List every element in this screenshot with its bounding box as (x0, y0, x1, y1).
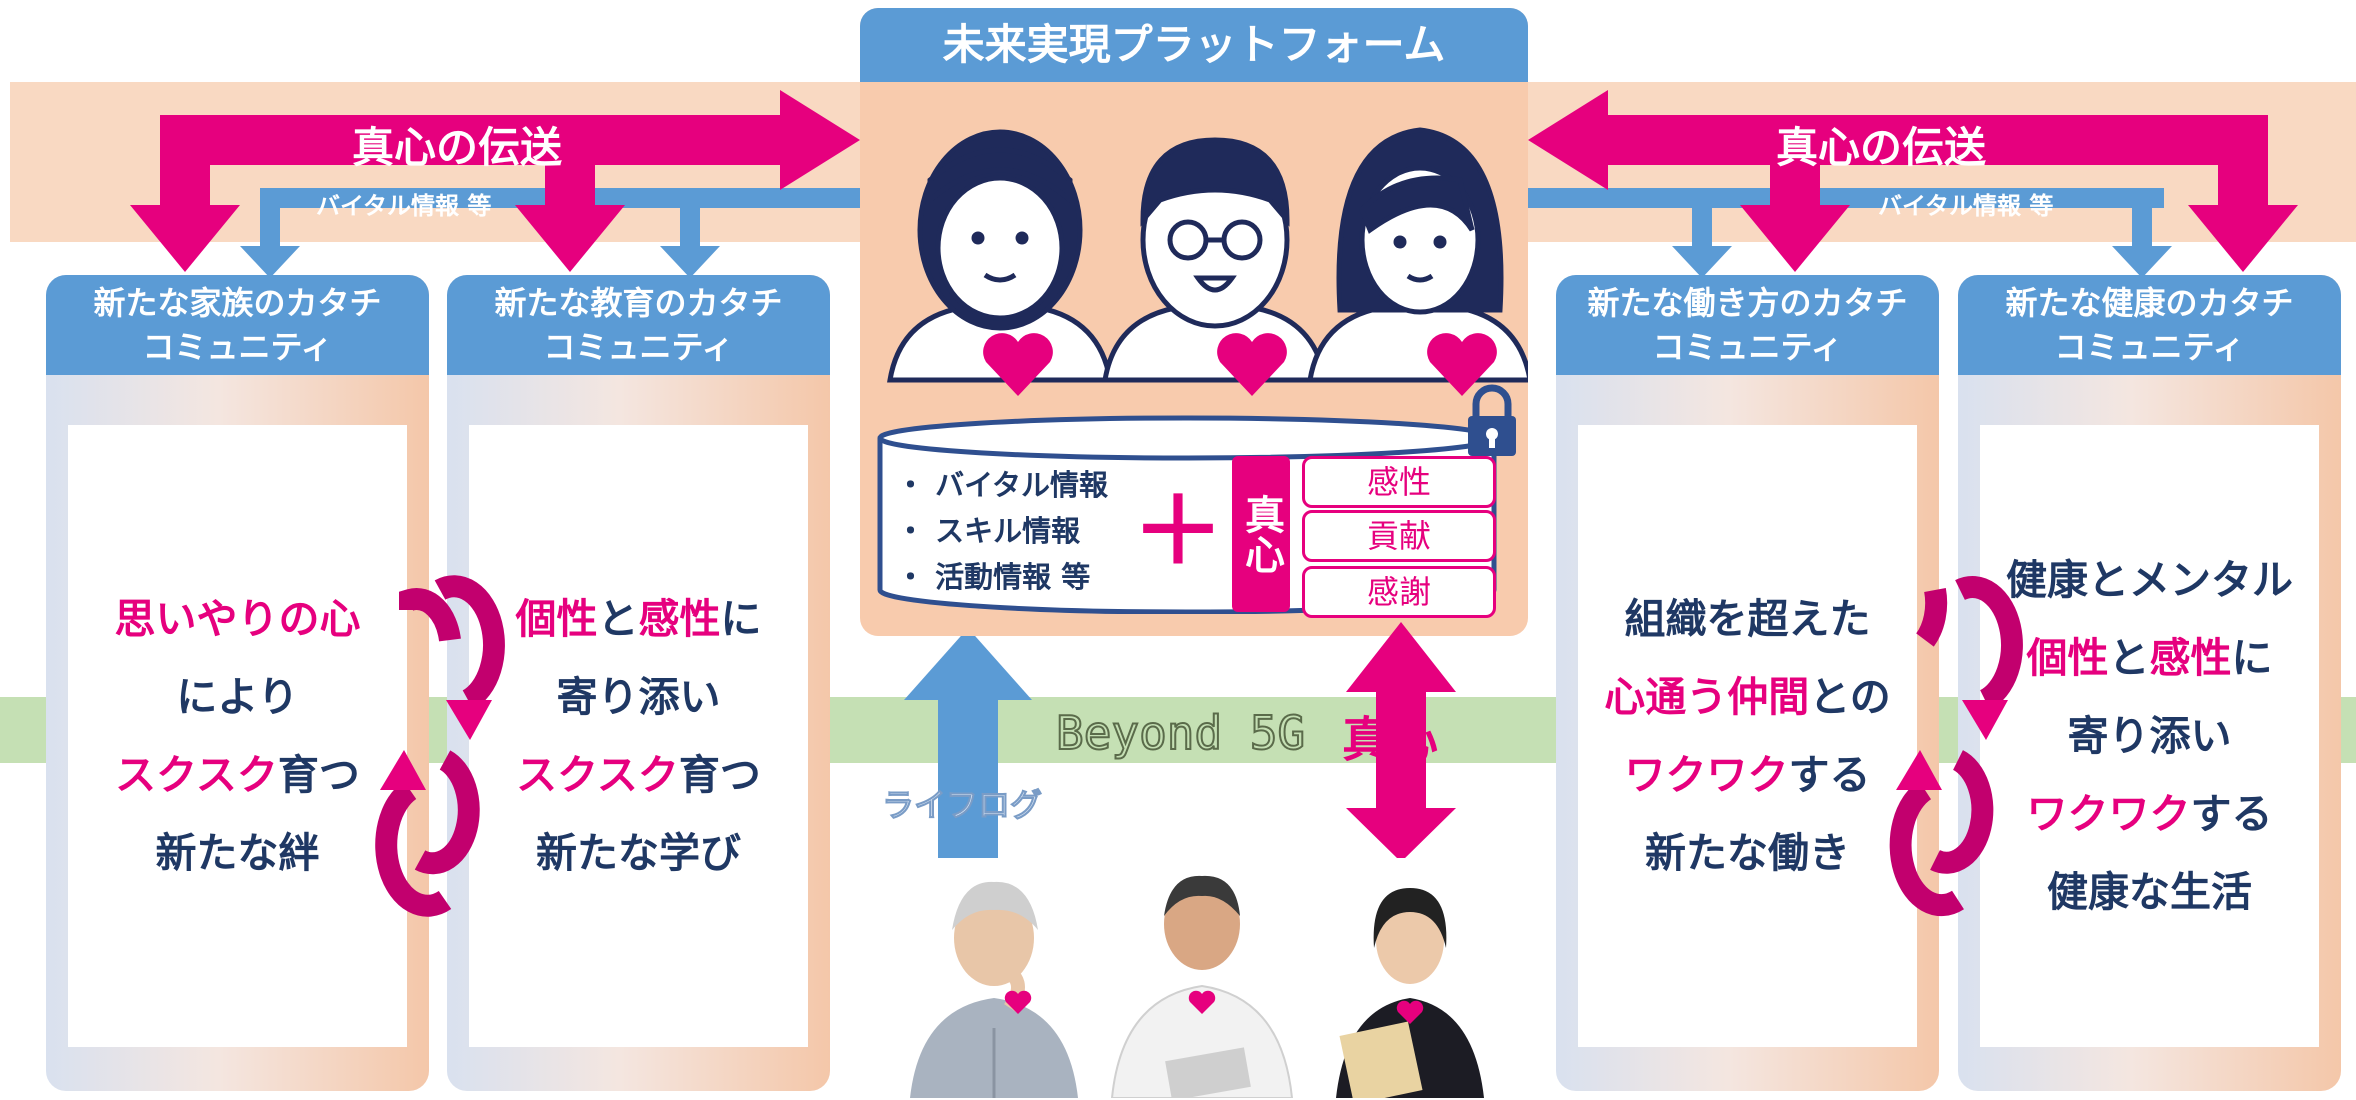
text-line: 個性と感性に (2026, 634, 2273, 682)
work-community-body: 組織を超えた 心通う仲間との ワクワクする 新たな働き (1578, 425, 1917, 1047)
vital-label-right: バイタル情報 等 (1878, 192, 2054, 220)
vital-label-left: バイタル情報 等 (316, 192, 492, 220)
text-line: ワクワクする (2026, 790, 2273, 838)
text-line: 思いやりの心 (114, 595, 361, 643)
text-line: スクスク育つ (115, 751, 360, 799)
work-community-header: 新たな働き方のカタチ コミュニティ (1556, 275, 1939, 375)
community-title: 新たな教育のカタチ (494, 284, 783, 322)
education-community-header: 新たな教育のカタチ コミュニティ (447, 275, 830, 375)
lock-icon (1468, 384, 1516, 456)
text-line: 個性と感性に (515, 595, 762, 643)
transmission-label-left: 真心の伝送 (352, 123, 563, 172)
heart-icon (983, 333, 1053, 396)
text-line: 新たな働き (1645, 829, 1850, 877)
text-line: 新たな絆 (155, 829, 320, 877)
education-community-body: 個性と感性に 寄り添い スクスク育つ 新たな学び (469, 425, 808, 1047)
community-subtitle: コミュニティ (1652, 328, 1843, 366)
health-community-card: 新たな健康のカタチ コミュニティ 健康とメンタル 個性と感性に 寄り添い ワクワ… (1958, 275, 2341, 1091)
text-line: 健康とメンタル (2006, 556, 2293, 604)
person-illustration (1307, 127, 1528, 383)
heart-icon (1217, 333, 1287, 396)
text-line: により (176, 673, 299, 721)
family-community-card: 新たな家族のカタチ コミュニティ 思いやりの心 により スクスク育つ 新たな絆 (46, 275, 429, 1091)
text-line: 寄り添い (2067, 712, 2232, 760)
text-line: 新たな学び (536, 829, 741, 877)
health-community-header: 新たな健康のカタチ コミュニティ (1958, 275, 2341, 375)
text-line: 心通う仲間との (1604, 673, 1891, 721)
platform-people (887, 127, 1528, 383)
family-community-body: 思いやりの心 により スクスク育つ 新たな絆 (68, 425, 407, 1047)
platform-title: 未来実現プラットフォーム (860, 8, 1528, 82)
shinshin-network-label: 真心 (1342, 712, 1439, 768)
list-item: ・ スキル情報 (896, 514, 1081, 548)
plus-sign: ＋ (1132, 478, 1225, 585)
community-title: 新たな家族のカタチ (93, 284, 382, 322)
community-title: 新たな健康のカタチ (2005, 284, 2294, 322)
list-item: ・ 活動情報 等 (896, 560, 1091, 594)
text-line: 組織を超えた (1624, 595, 1871, 643)
text-line: 寄り添い (556, 673, 721, 721)
kansei-box: 感性 (1302, 456, 1496, 508)
koken-box: 貢献 (1302, 510, 1496, 562)
text-line: 健康な生活 (2047, 868, 2252, 916)
person-photo (1306, 858, 1514, 1098)
person-photo (890, 858, 1098, 1098)
person-illustration (887, 129, 1113, 383)
person-illustration (1102, 137, 1328, 383)
family-community-header: 新たな家族のカタチ コミュニティ (46, 275, 429, 375)
kansha-box: 感謝 (1302, 566, 1496, 618)
cycle-arrowheads (380, 700, 2008, 790)
heart-icon (1427, 333, 1497, 396)
cycle-arrows-icon (375, 575, 2023, 917)
transmission-label-right: 真心の伝送 (1776, 123, 1987, 172)
text-line: ワクワクする (1624, 751, 1871, 799)
lifelog-label: ライフログ (881, 786, 1043, 825)
beyond-5g-label: Beyond 5G (1055, 705, 1306, 761)
community-subtitle: コミュニティ (142, 328, 333, 366)
person-photo (1098, 858, 1306, 1098)
shinshin-badge: 真心 (1232, 456, 1290, 612)
text-line: スクスク育つ (516, 751, 761, 799)
data-items-list: ・ バイタル情報 ・ スキル情報 ・ 活動情報 等 (896, 462, 1108, 600)
list-item: ・ バイタル情報 (896, 468, 1108, 502)
community-subtitle: コミュニティ (2054, 328, 2245, 366)
education-community-card: 新たな教育のカタチ コミュニティ 個性と感性に 寄り添い スクスク育つ 新たな学… (447, 275, 830, 1091)
work-community-card: 新たな働き方のカタチ コミュニティ 組織を超えた 心通う仲間との ワクワクする … (1556, 275, 1939, 1091)
community-title: 新たな働き方のカタチ (1587, 284, 1908, 322)
community-subtitle: コミュニティ (543, 328, 734, 366)
health-community-body: 健康とメンタル 個性と感性に 寄り添い ワクワクする 健康な生活 (1980, 425, 2319, 1047)
